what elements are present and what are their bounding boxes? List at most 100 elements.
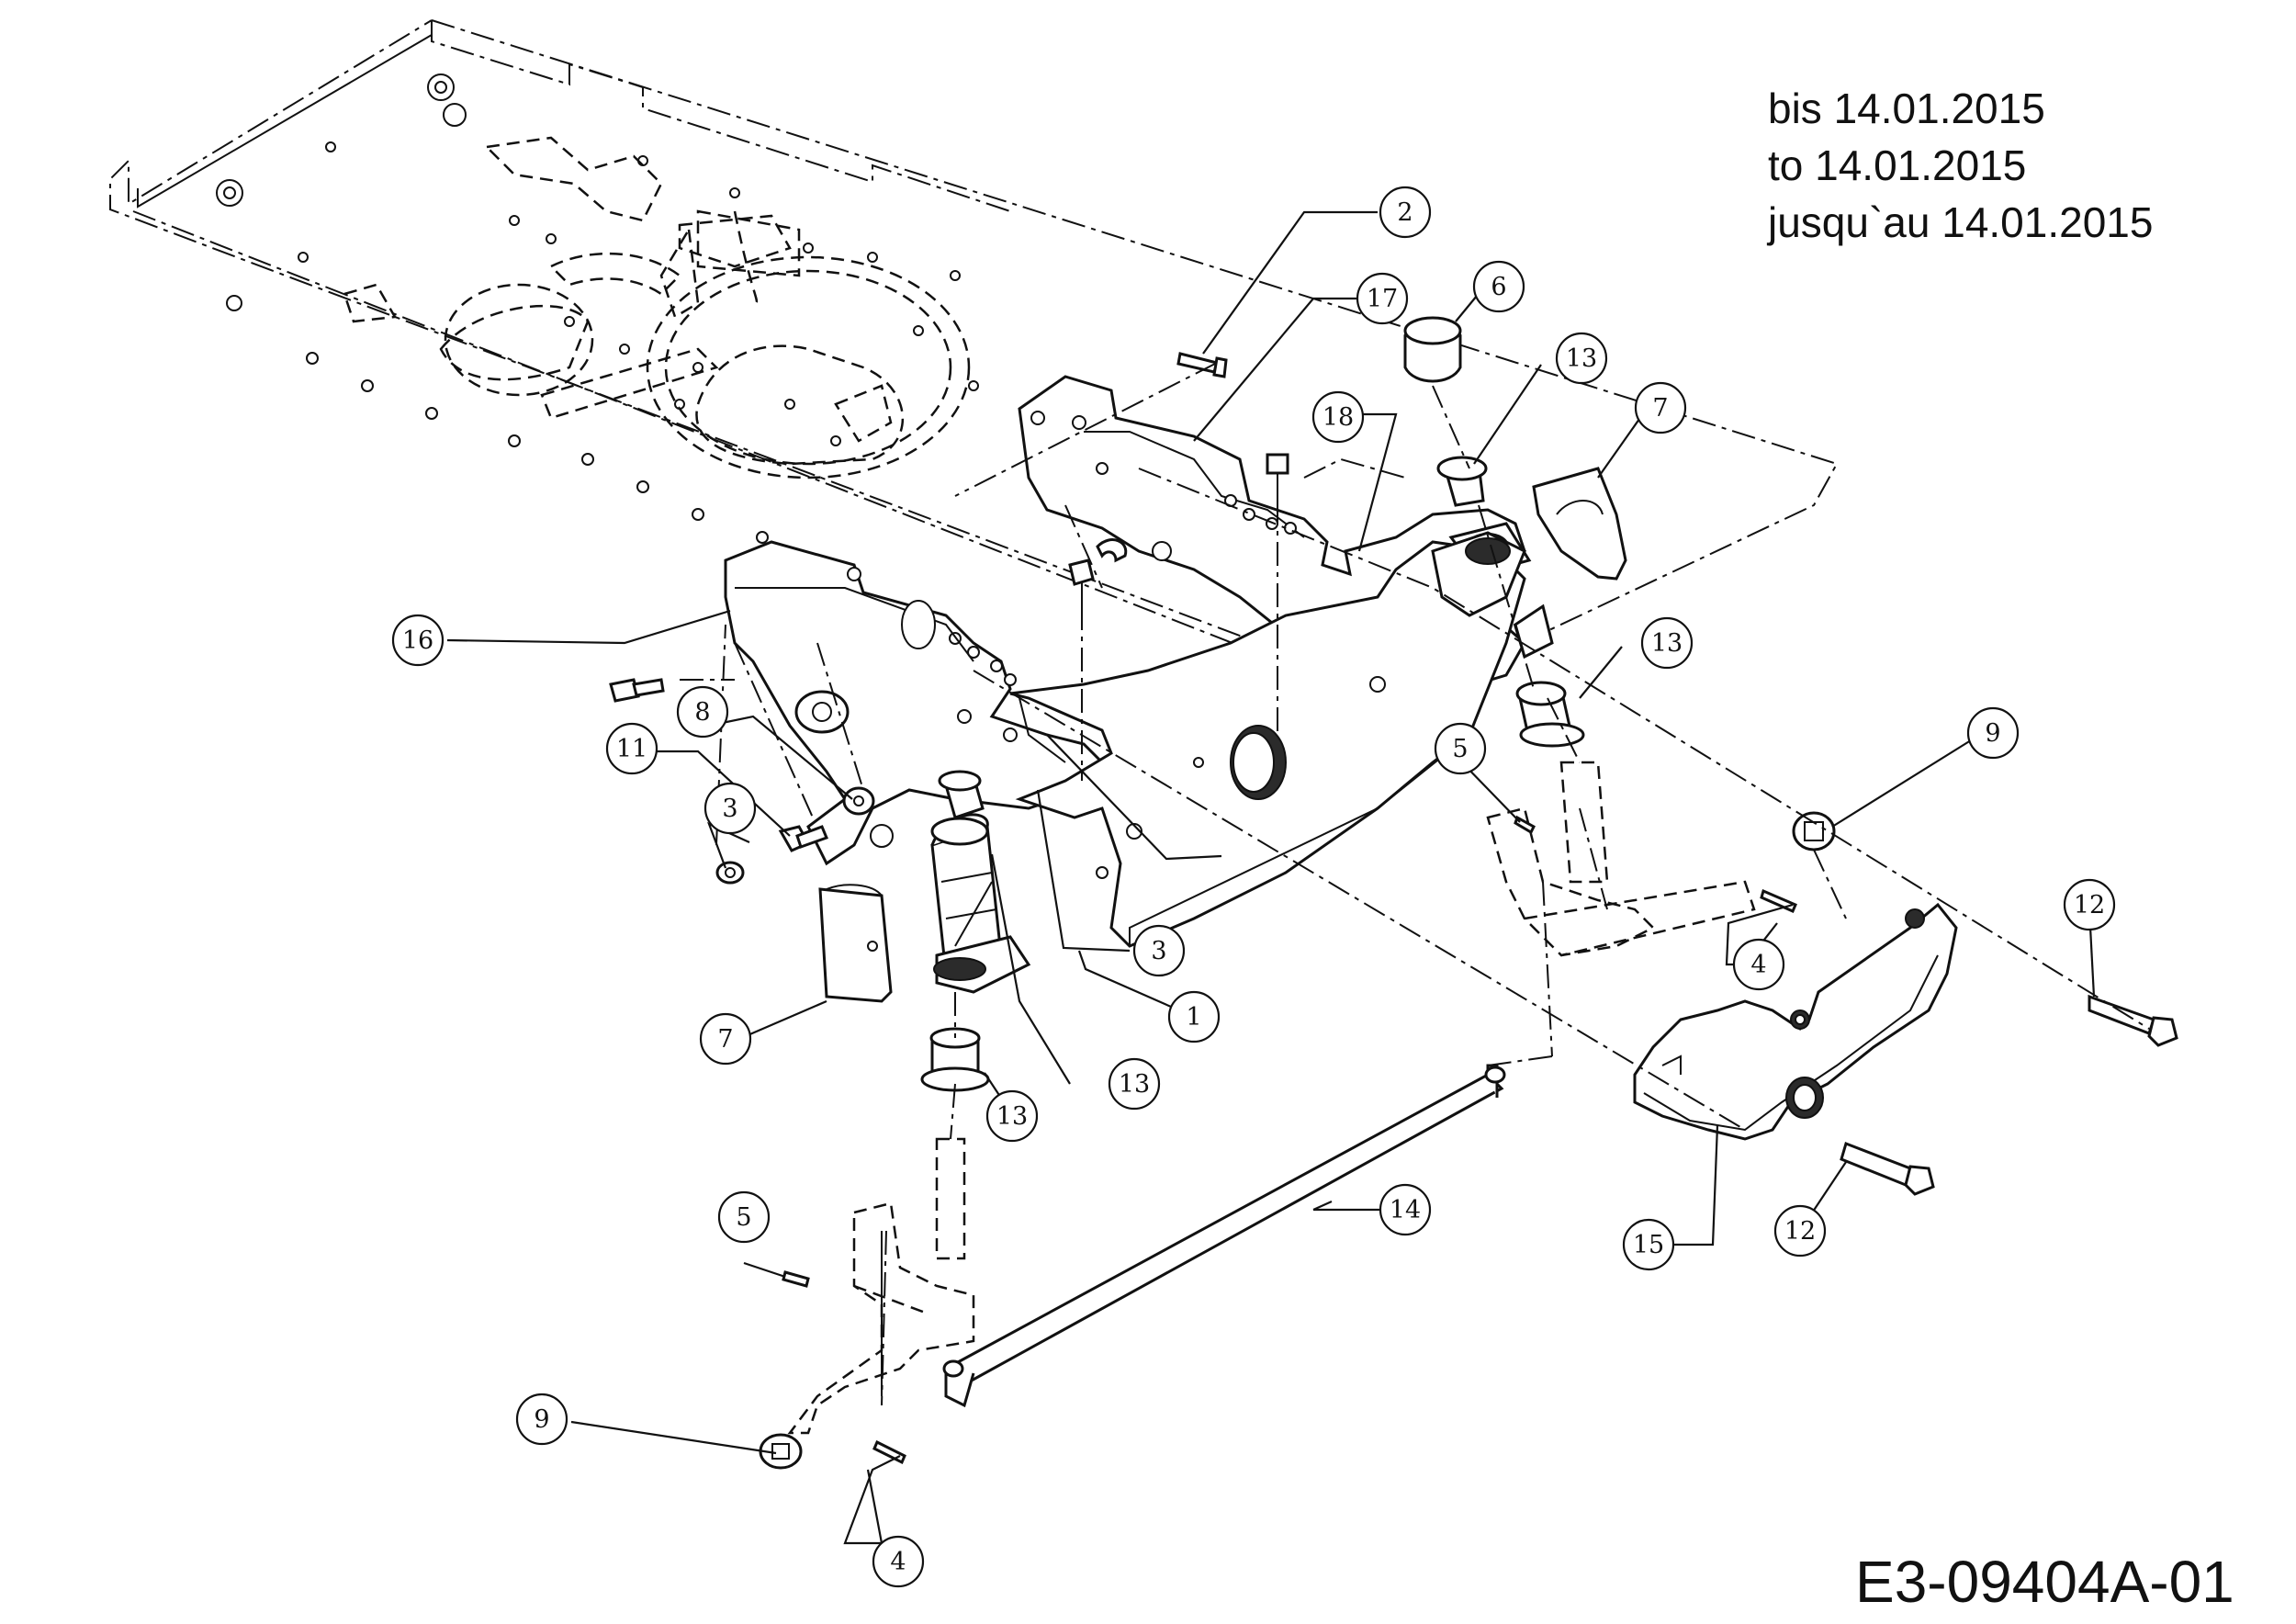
callout-12: 12 xyxy=(1773,1204,1827,1257)
callout-circle xyxy=(515,1393,568,1446)
bracket-bolt-2 xyxy=(1068,558,1095,606)
spindle-tube-left xyxy=(930,813,1031,994)
callout-label: 12 xyxy=(2074,891,2105,919)
callout-4: 4 xyxy=(1732,938,1785,991)
callout-circle xyxy=(699,1012,752,1066)
bushing-right-top xyxy=(1436,456,1488,507)
callout-11: 11 xyxy=(605,722,658,775)
callout-circle xyxy=(1132,924,1186,977)
callout-13: 13 xyxy=(985,1089,1039,1143)
callout-label: 13 xyxy=(1119,1070,1150,1099)
callout-18: 18 xyxy=(1311,390,1365,444)
callout-label: 9 xyxy=(534,1405,549,1434)
callout-7: 7 xyxy=(1634,381,1687,434)
frame-bolt xyxy=(609,678,665,703)
nut-3 xyxy=(715,861,745,885)
callout-label: 3 xyxy=(722,795,737,823)
callout-1: 1 xyxy=(1167,990,1221,1043)
spindle-right xyxy=(1486,761,1756,957)
callout-label: 2 xyxy=(1397,198,1412,227)
callout-label: 18 xyxy=(1322,403,1354,432)
callout-6: 6 xyxy=(1472,260,1525,313)
callout-15: 15 xyxy=(1622,1218,1675,1271)
callout-13: 13 xyxy=(1108,1057,1161,1111)
callout-4: 4 xyxy=(872,1535,925,1588)
callout-label: 15 xyxy=(1633,1231,1664,1259)
callout-2: 2 xyxy=(1379,186,1432,239)
callout-label: 7 xyxy=(1652,394,1668,423)
callout-13: 13 xyxy=(1640,616,1694,670)
front-axle xyxy=(1009,531,1554,948)
callout-9: 9 xyxy=(1966,706,2020,760)
callout-circle xyxy=(391,614,445,667)
callout-circle xyxy=(703,782,757,835)
cap-6 xyxy=(1403,316,1462,383)
callout-9: 9 xyxy=(515,1393,568,1446)
callout-label: 7 xyxy=(717,1025,733,1054)
validity-note-fr: jusqu`au 14.01.2015 xyxy=(1768,198,2154,246)
callout-circle xyxy=(1640,616,1694,670)
bushing-left-bottom xyxy=(920,1027,990,1092)
callout-circle xyxy=(2063,878,2116,931)
callout-label: 14 xyxy=(1390,1196,1421,1224)
callout-circle xyxy=(872,1535,925,1588)
callout-circle xyxy=(1732,938,1785,991)
callout-8: 8 xyxy=(676,685,729,739)
callout-5: 5 xyxy=(717,1190,771,1244)
bolt-top xyxy=(1176,352,1228,378)
callout-3: 3 xyxy=(703,782,757,835)
washer-9-left xyxy=(759,1433,803,1470)
callout-circle xyxy=(1966,706,2020,760)
cover-7-left xyxy=(818,884,893,1003)
callout-5: 5 xyxy=(1434,722,1487,775)
callout-label: 8 xyxy=(694,698,710,727)
bolt-lower xyxy=(1840,1142,1935,1196)
callout-16: 16 xyxy=(391,614,445,667)
steering-plate xyxy=(1633,902,1958,1141)
bracket-bolt-1 xyxy=(1266,453,1289,501)
callout-label: 13 xyxy=(1651,629,1683,658)
callout-circle xyxy=(1379,1183,1432,1236)
callout-7: 7 xyxy=(699,1012,752,1066)
cotter-pin-left xyxy=(872,1439,906,1465)
callout-circle xyxy=(1434,722,1487,775)
callout-label: 5 xyxy=(736,1203,751,1232)
callout-label: 4 xyxy=(1750,951,1766,979)
callout-13: 13 xyxy=(1555,332,1608,385)
callout-circle xyxy=(717,1190,771,1244)
washer-9-right xyxy=(1792,811,1836,851)
axle-bracket-left xyxy=(724,540,1104,866)
callout-label: 16 xyxy=(402,626,433,655)
callout-label: 3 xyxy=(1151,937,1166,965)
callout-label: 11 xyxy=(616,735,647,763)
callout-circle xyxy=(1356,272,1409,325)
validity-note-de: bis 14.01.2015 xyxy=(1768,85,2045,132)
callout-label: 6 xyxy=(1491,273,1506,301)
leader-lines xyxy=(446,210,2096,1545)
frame-plate xyxy=(109,19,1839,708)
callout-label: 13 xyxy=(1566,344,1597,373)
callout-circle xyxy=(1773,1204,1827,1257)
callout-label: 9 xyxy=(1985,719,2000,748)
callout-17: 17 xyxy=(1356,272,1409,325)
callout-3: 3 xyxy=(1132,924,1186,977)
callout-circle xyxy=(985,1089,1039,1143)
callout-circle xyxy=(605,722,658,775)
callout-12: 12 xyxy=(2063,878,2116,931)
callout-circle xyxy=(1108,1057,1161,1111)
bushing-left-top xyxy=(938,770,985,819)
callout-circle xyxy=(676,685,729,739)
callout-circle xyxy=(1167,990,1221,1043)
pin-5-left xyxy=(782,1270,810,1288)
callout-label: 5 xyxy=(1452,735,1468,763)
tie-rod xyxy=(942,1064,1506,1408)
callout-circle xyxy=(1311,390,1365,444)
cover-7-right xyxy=(1532,467,1627,581)
callout-circle xyxy=(1379,186,1432,239)
validity-note-en: to 14.01.2015 xyxy=(1768,141,2027,189)
callout-label: 4 xyxy=(890,1548,906,1576)
assembly-lines xyxy=(680,362,2150,1406)
callout-circle xyxy=(1622,1218,1675,1271)
